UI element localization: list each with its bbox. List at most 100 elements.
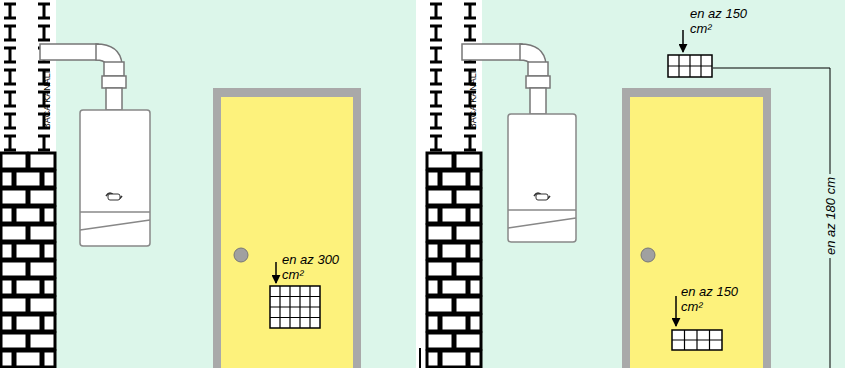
brick <box>15 315 41 331</box>
brick <box>427 153 453 169</box>
door-knob <box>641 248 655 262</box>
brick <box>427 261 453 277</box>
wall-mark <box>430 26 442 40</box>
room-wall <box>0 0 416 368</box>
boiler <box>508 114 576 242</box>
brick <box>29 153 55 169</box>
brick <box>455 333 481 349</box>
brick <box>43 279 55 295</box>
boiler <box>80 110 150 246</box>
brick <box>43 243 55 259</box>
brick <box>1 279 13 295</box>
brick <box>441 243 467 259</box>
brick <box>1 225 27 241</box>
brick <box>1 153 27 169</box>
wall-mark <box>430 48 442 62</box>
dimension-line <box>830 68 831 180</box>
wall-mark <box>430 4 442 18</box>
brick <box>427 297 453 313</box>
brick <box>427 351 439 367</box>
brick <box>441 279 467 295</box>
brick <box>469 351 481 367</box>
door <box>630 97 763 368</box>
brick <box>15 243 41 259</box>
wall-mark <box>38 136 50 150</box>
dimension-line <box>830 252 831 368</box>
brick <box>455 297 481 313</box>
wall-mark <box>4 4 16 18</box>
brick <box>469 243 481 259</box>
wall-mark <box>38 4 50 18</box>
dimension-label: en az 180 cm <box>823 174 838 258</box>
wall-mark <box>430 92 442 106</box>
vent-area-label: en az 150 cm² <box>690 6 752 36</box>
chimney-label: BACA KANALI <box>468 71 479 130</box>
brick <box>441 351 467 367</box>
brick <box>1 189 27 205</box>
brick <box>441 315 467 331</box>
brick <box>29 225 55 241</box>
brick <box>43 315 55 331</box>
brick <box>469 171 481 187</box>
dimension-line <box>713 68 830 69</box>
wall-mark <box>4 114 16 128</box>
brick <box>1 261 27 277</box>
wall-mark <box>4 26 16 40</box>
brick <box>1 297 27 313</box>
wall-mark <box>430 70 442 84</box>
brick <box>1 243 13 259</box>
wall-mark <box>4 92 16 106</box>
brick <box>15 171 41 187</box>
brick <box>43 207 55 223</box>
wall-mark <box>464 26 476 40</box>
wall-mark <box>430 114 442 128</box>
brick <box>1 351 13 367</box>
brick <box>427 279 439 295</box>
room-wall <box>426 0 845 368</box>
brick <box>427 171 439 187</box>
brick <box>29 261 55 277</box>
brick <box>455 225 481 241</box>
brick <box>1 333 27 349</box>
brick <box>455 189 481 205</box>
brick <box>441 207 467 223</box>
brick <box>427 333 453 349</box>
brick <box>427 189 453 205</box>
pointer-arrow <box>682 30 684 52</box>
chimney-label: BACA KANALI <box>42 71 53 130</box>
vent-area-label: en az 300 cm² <box>282 252 344 282</box>
wall-mark <box>430 136 442 150</box>
brick <box>427 315 439 331</box>
brick <box>441 171 467 187</box>
vent-area-label: en az 150 cm² <box>681 284 743 314</box>
wall-mark <box>464 136 476 150</box>
door-frame <box>622 88 771 368</box>
wall-mark <box>4 136 16 150</box>
pointer-arrow <box>675 296 677 326</box>
brick-pattern <box>1 4 481 367</box>
wall-mark <box>38 26 50 40</box>
brick <box>43 171 55 187</box>
brick <box>29 189 55 205</box>
door <box>221 97 353 368</box>
brick <box>469 279 481 295</box>
brick <box>427 225 453 241</box>
brick <box>15 279 41 295</box>
pointer-arrow <box>275 262 277 283</box>
brick <box>1 207 13 223</box>
brick <box>455 261 481 277</box>
vent-grille <box>668 55 712 77</box>
wall-mark <box>464 4 476 18</box>
brick <box>469 315 481 331</box>
brick <box>1 171 13 187</box>
brick <box>1 315 13 331</box>
door-frame <box>213 88 361 368</box>
brick <box>469 207 481 223</box>
separator-tick <box>419 348 421 368</box>
brick <box>29 333 55 349</box>
brick <box>15 207 41 223</box>
vent-grille <box>270 286 320 328</box>
brick <box>43 351 55 367</box>
